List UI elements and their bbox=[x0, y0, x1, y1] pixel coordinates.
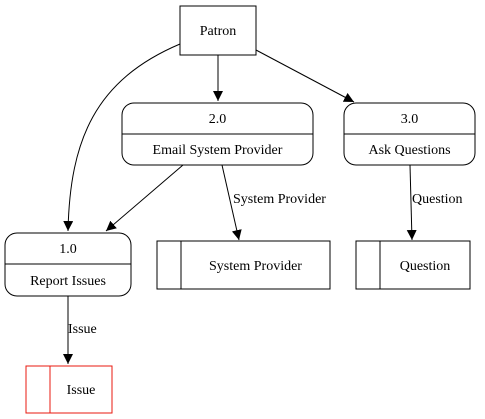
edge-patron-to-ask-questions bbox=[255, 49, 355, 103]
patron-entity: Patron bbox=[179, 5, 257, 56]
patron-label: Patron bbox=[200, 24, 237, 39]
process-report-issues: 1.0 Report Issues bbox=[4, 232, 132, 297]
edge-patron-to-report-issues bbox=[63, 43, 181, 232]
process-label-report-issues: Report Issues bbox=[30, 274, 106, 289]
process-email-system-provider: 2.0 Email System Provider bbox=[121, 102, 314, 166]
process-label-email-system-provider: Email System Provider bbox=[153, 143, 283, 158]
edge-email-system-provider-to-report-issues bbox=[105, 164, 184, 232]
edge-ask-questions-to-question bbox=[406, 164, 417, 241]
process-number-3-0: 3.0 bbox=[401, 112, 419, 127]
data-store-system-provider: System Provider bbox=[156, 240, 331, 290]
edge-email-system-provider-to-system-provider bbox=[221, 164, 242, 241]
process-number-2-0: 2.0 bbox=[209, 112, 227, 127]
process-number-1-0: 1.0 bbox=[59, 242, 77, 257]
edge-label-system-provider: System Provider bbox=[233, 192, 326, 207]
data-store-question: Question bbox=[355, 240, 471, 290]
edge-label-issue: Issue bbox=[68, 322, 97, 337]
data-store-label-question: Question bbox=[400, 259, 451, 274]
edges bbox=[63, 43, 417, 364]
data-store-label-system-provider: System Provider bbox=[209, 259, 302, 274]
process-ask-questions: 3.0 Ask Questions bbox=[343, 102, 476, 166]
data-store-issue: Issue bbox=[25, 365, 113, 414]
edge-label-question: Question bbox=[412, 192, 463, 207]
data-store-label-issue: Issue bbox=[67, 383, 96, 398]
process-label-ask-questions: Ask Questions bbox=[368, 143, 450, 158]
